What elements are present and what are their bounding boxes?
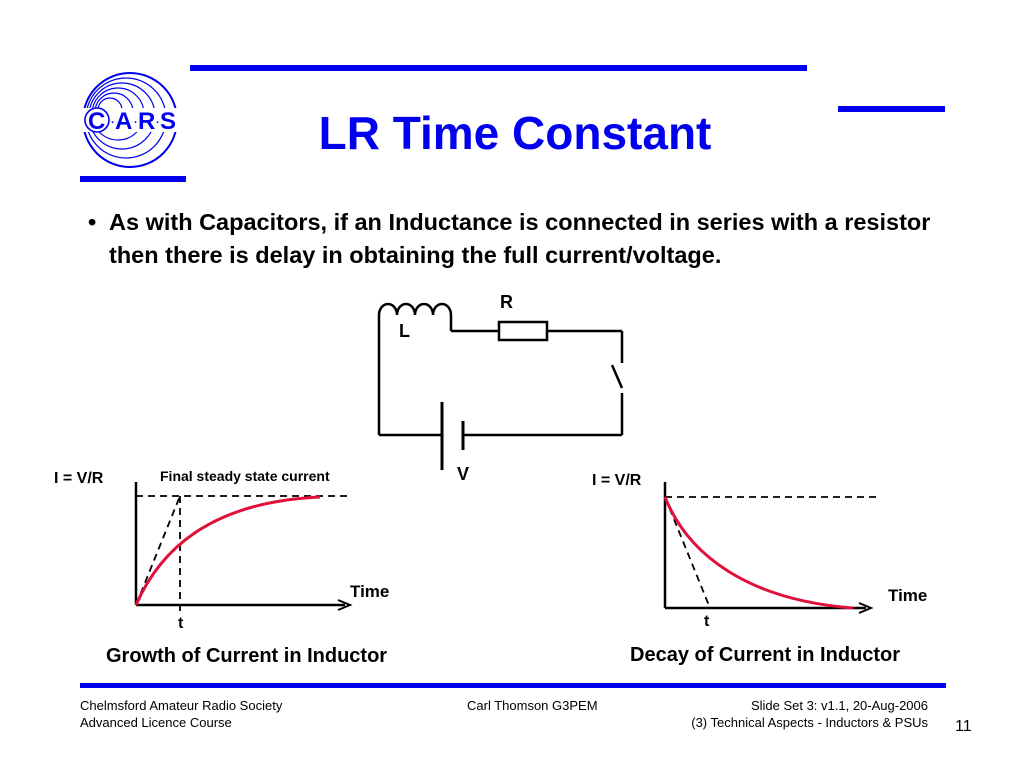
growth-caption: Growth of Current in Inductor xyxy=(106,645,388,667)
decay-t-label: t xyxy=(704,613,710,630)
slide-title: LR Time Constant xyxy=(318,107,712,159)
growth-graph xyxy=(134,482,353,614)
inductor-label: L xyxy=(399,321,410,341)
battery-label: V xyxy=(457,464,469,484)
logo-letter-c: C xyxy=(88,108,105,135)
logo-underline xyxy=(80,176,186,182)
growth-time-label: Time xyxy=(350,582,390,601)
page-number: 11 xyxy=(955,718,972,735)
footer-topic: (3) Technical Aspects - Inductors & PSUs xyxy=(691,715,928,730)
decay-curve xyxy=(663,496,854,610)
lr-circuit-diagram: L R V xyxy=(377,292,624,484)
decay-x-arrow xyxy=(858,602,874,614)
top-rule xyxy=(190,65,807,71)
decay-y-label: I = V/R xyxy=(592,472,642,489)
logo-letter-a: A xyxy=(115,108,132,135)
top-right-rule xyxy=(838,106,945,112)
growth-x-arrow xyxy=(337,599,353,611)
switch-arm xyxy=(610,364,624,389)
bullet-text: As with Capacitors, if an Inductance is … xyxy=(109,209,931,268)
svg-text:·: · xyxy=(111,117,115,129)
logo-letter-r: R xyxy=(138,108,155,135)
footer-rule xyxy=(80,683,946,688)
svg-text:·: · xyxy=(156,117,160,129)
footer-org: Chelmsford Amateur Radio Society xyxy=(80,698,283,713)
footer-author: Carl Thomson G3PEM xyxy=(467,698,598,713)
decay-tangent xyxy=(664,496,711,609)
decay-caption: Decay of Current in Inductor xyxy=(630,644,901,666)
logo-letter-s: S xyxy=(160,108,176,135)
svg-text:·: · xyxy=(134,117,138,129)
footer-slide-set: Slide Set 3: v1.1, 20-Aug-2006 xyxy=(750,698,928,713)
resistor xyxy=(497,320,549,342)
footer-course: Advanced Licence Course xyxy=(80,715,232,730)
cars-logo: C A R S · · · xyxy=(82,72,178,168)
resistor-label: R xyxy=(500,292,513,312)
growth-curve xyxy=(134,495,321,606)
inductor-coil xyxy=(377,302,453,316)
growth-annotation: Final steady state current xyxy=(160,468,330,484)
bullet-marker: • xyxy=(88,209,97,235)
growth-t-label: t xyxy=(178,615,184,632)
growth-tangent xyxy=(135,495,181,606)
growth-y-label: I = V/R xyxy=(54,470,104,487)
decay-time-label: Time xyxy=(888,586,928,605)
decay-graph xyxy=(663,482,880,614)
